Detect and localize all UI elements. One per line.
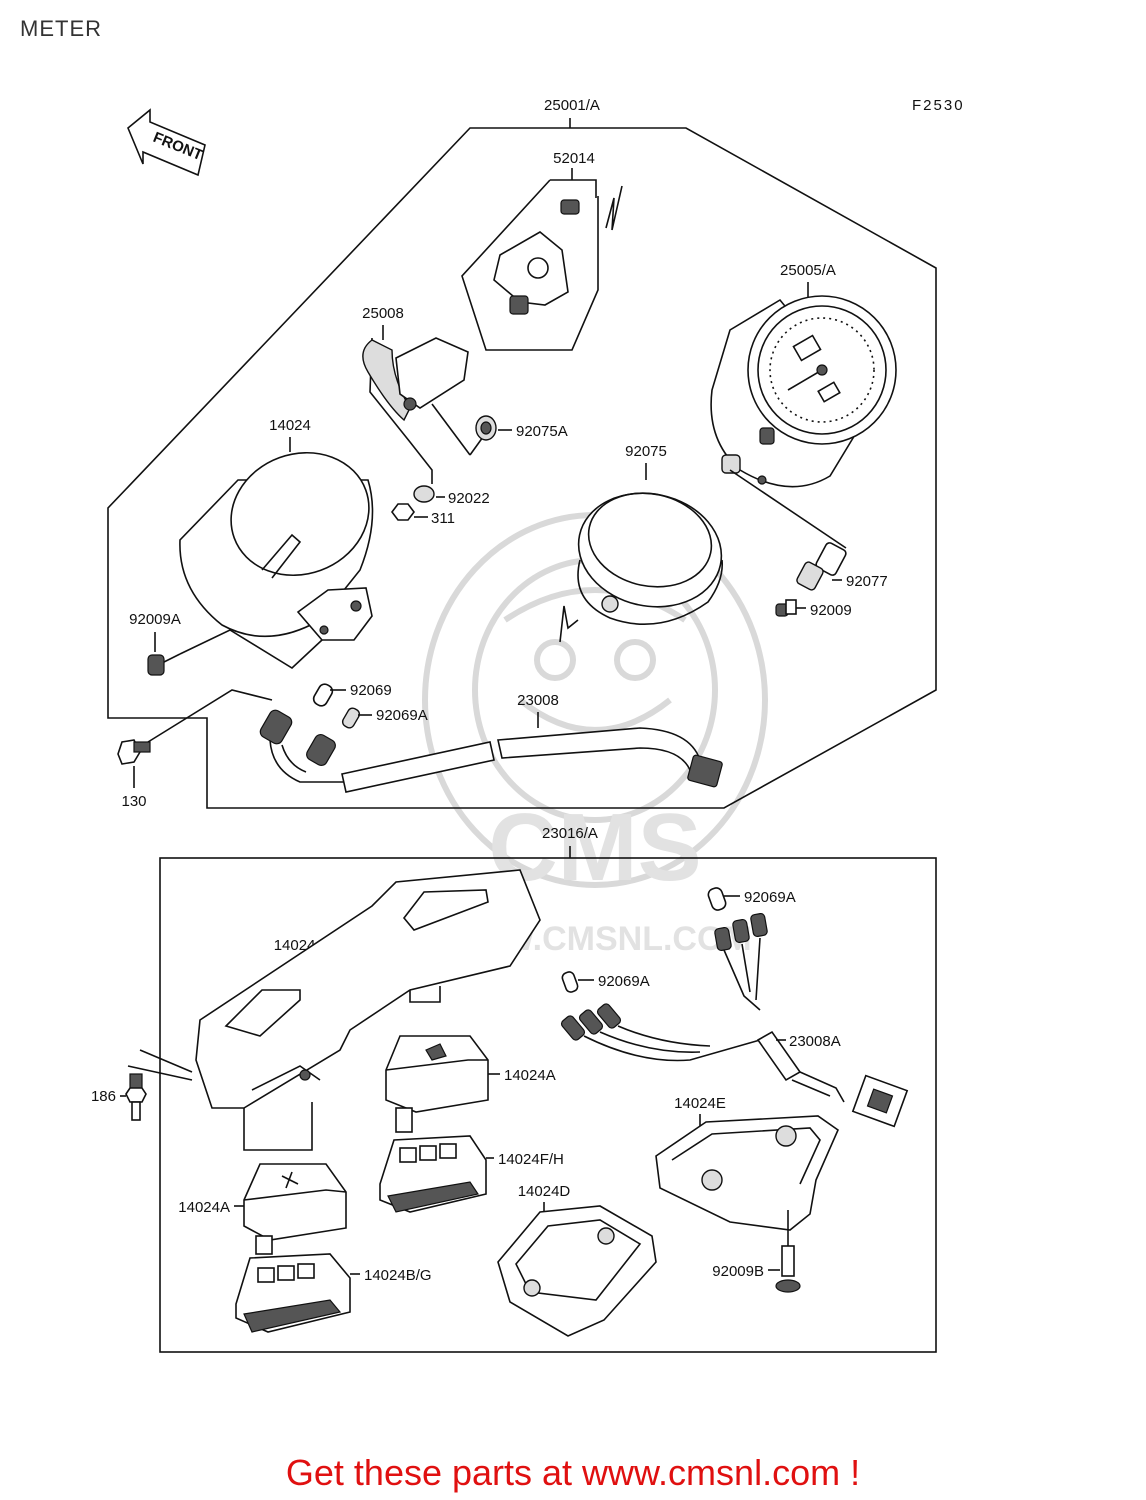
page-title: METER xyxy=(20,16,102,41)
label-92075: 92075 xyxy=(625,443,667,460)
footer-parts-link[interactable]: Get these parts at www.cmsnl.com ! xyxy=(285,1452,861,1493)
indicator-lens-14024fh xyxy=(379,1135,487,1213)
grommet-92075a xyxy=(475,415,497,441)
bolt-186 xyxy=(125,1073,147,1121)
meter-housing-14024 xyxy=(179,451,374,641)
indicator-lens-14024a-lower xyxy=(243,1163,347,1255)
label-92069: 92069 xyxy=(350,682,392,699)
label-25005A: 25005/A xyxy=(780,262,836,279)
bolt-130 xyxy=(117,739,151,765)
label-92077: 92077 xyxy=(846,573,888,590)
label-14024BG: 14024B/G xyxy=(364,1267,432,1284)
parts-diagram: CMS WWW.CMSNL.COM F2530 FRONT 25001/A 52… xyxy=(91,97,965,1353)
cable-end-92077 xyxy=(796,542,847,591)
label-92022: 92022 xyxy=(448,490,490,507)
speedometer-25005a xyxy=(710,295,897,488)
bulb-92069a-middle xyxy=(561,971,579,993)
label-92069A-upper: 92069A xyxy=(376,707,428,724)
screw-92009b xyxy=(775,1245,801,1293)
label-130: 130 xyxy=(121,793,146,810)
screw-92009 xyxy=(775,599,797,617)
label-92069A-right: 92069A xyxy=(744,889,796,906)
screw-92009a xyxy=(147,653,181,676)
label-92069A-middle: 92069A xyxy=(598,973,650,990)
bulb-92069a-right xyxy=(707,887,727,911)
label-23016A: 23016/A xyxy=(542,825,598,842)
indicator-cover-14024c xyxy=(195,869,541,1109)
label-14024FH: 14024F/H xyxy=(498,1151,564,1168)
label-14024A-lower: 14024A xyxy=(178,1199,230,1216)
indicator-case-14024d xyxy=(497,1205,657,1337)
label-311: 311 xyxy=(431,510,455,527)
meter-ring-92075 xyxy=(577,492,724,626)
meter-switch xyxy=(493,199,580,315)
label-186: 186 xyxy=(91,1088,116,1105)
label-92009: 92009 xyxy=(810,602,852,619)
label-23008: 23008 xyxy=(517,692,559,709)
label-92075A: 92075A xyxy=(516,423,568,440)
indicator-lens-14024bg xyxy=(235,1253,351,1333)
indicator-case-14024e xyxy=(655,1115,839,1231)
label-14024D: 14024D xyxy=(518,1183,571,1200)
label-23008A: 23008A xyxy=(789,1033,841,1050)
harness-23008a xyxy=(560,912,909,1128)
label-52014: 52014 xyxy=(553,150,595,167)
bulb-92069a xyxy=(341,707,361,729)
indicator-holder xyxy=(362,337,469,422)
label-92009A: 92009A xyxy=(129,611,181,628)
label-14024E: 14024E xyxy=(674,1095,726,1112)
indicator-lens-14024a-upper xyxy=(385,1035,489,1133)
bulb-92069 xyxy=(312,683,334,707)
washer-92022 xyxy=(413,485,435,503)
meter-assembly-outline xyxy=(107,127,937,809)
label-25001A: 25001/A xyxy=(544,97,600,114)
label-92009B: 92009B xyxy=(712,1263,764,1280)
harness-23008 xyxy=(259,709,723,793)
label-14024: 14024 xyxy=(269,417,311,434)
indicator-assembly-outline xyxy=(159,857,937,1353)
nut-311 xyxy=(391,503,415,521)
label-25008: 25008 xyxy=(362,305,404,322)
label-14024A-upper: 14024A xyxy=(504,1067,556,1084)
diagram-code: F2530 xyxy=(912,97,965,114)
front-arrow-icon: FRONT xyxy=(127,108,206,177)
